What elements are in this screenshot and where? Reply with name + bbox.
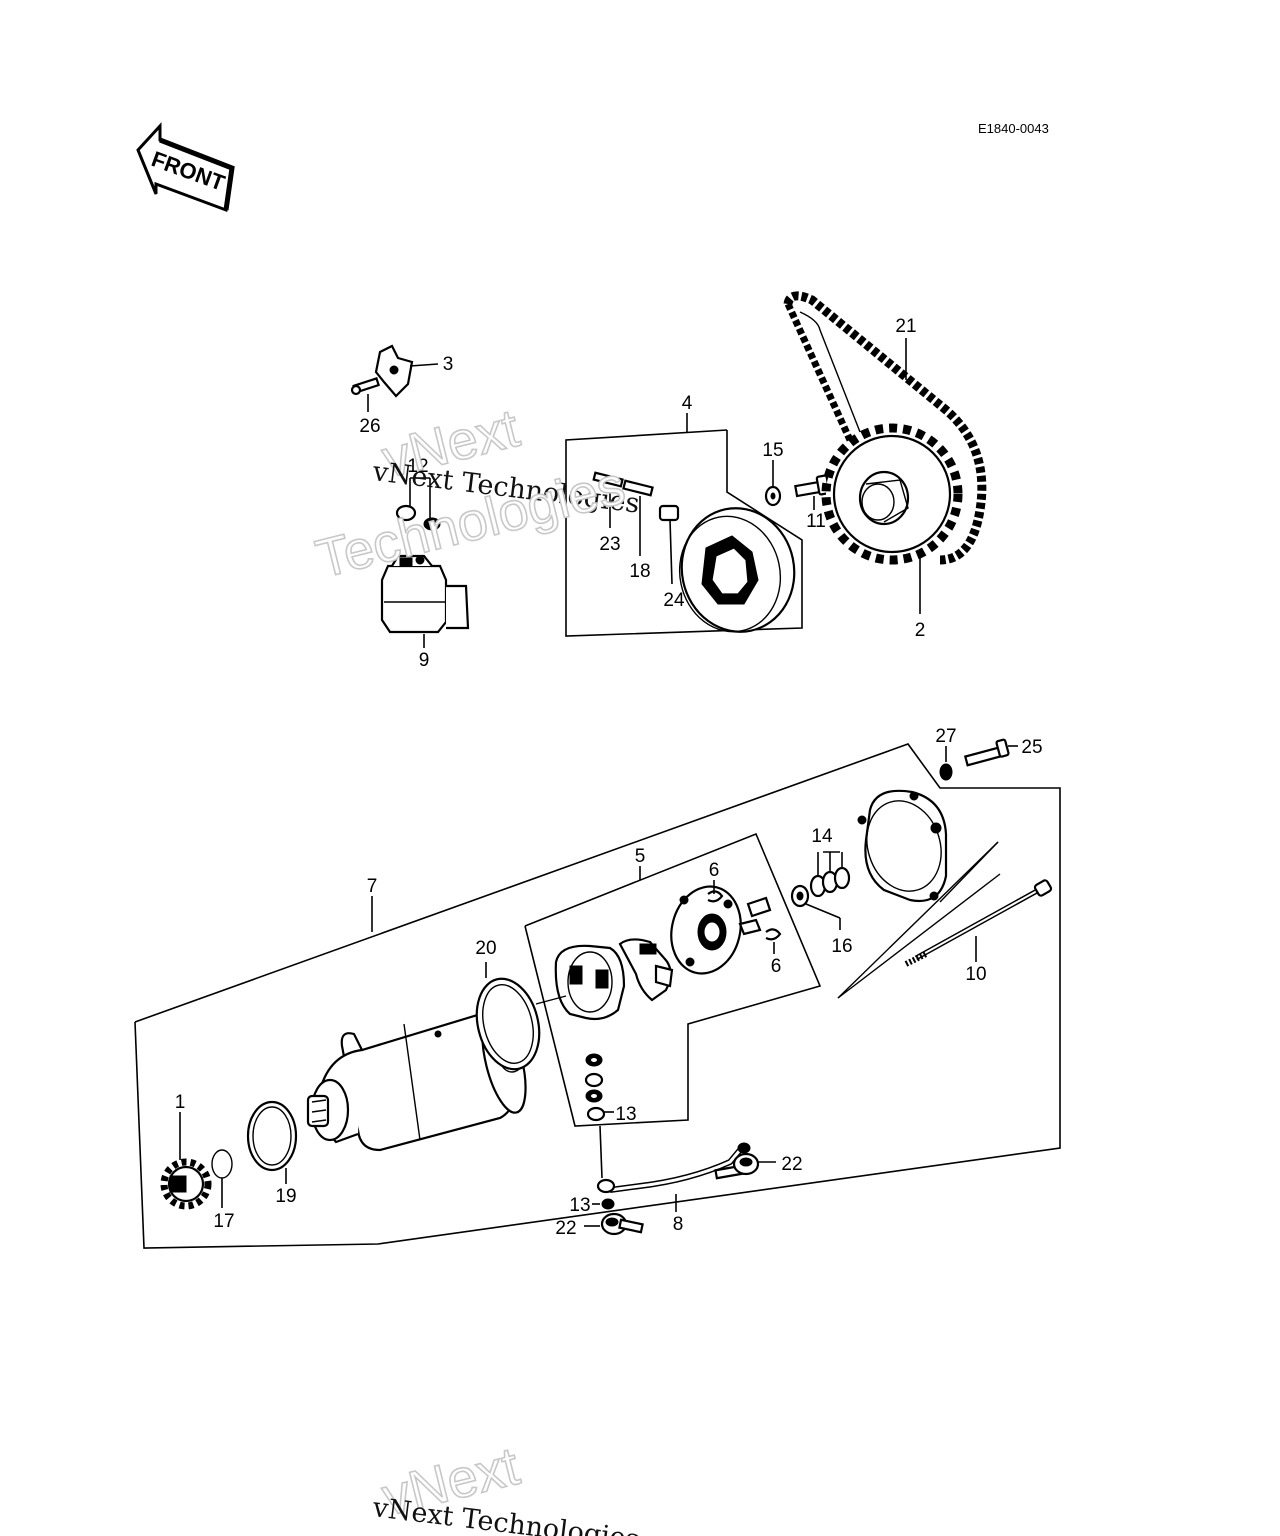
group-outline-part-7 xyxy=(134,743,1061,1249)
circlip-part-17 xyxy=(211,1149,233,1179)
gear-part-1 xyxy=(160,1158,212,1210)
starter-relay-part-9 xyxy=(380,554,470,634)
callout-4: 4 xyxy=(682,393,693,414)
callout-23: 23 xyxy=(599,534,620,555)
callout-22-upper: 22 xyxy=(781,1154,802,1175)
callout-3: 3 xyxy=(443,354,454,375)
callout-24: 24 xyxy=(663,590,685,611)
brush-holder xyxy=(618,938,674,1002)
end-cover xyxy=(857,789,948,903)
bolt-part-25 xyxy=(963,738,1010,767)
bracket-part-3 xyxy=(374,344,414,398)
nut-part-12 xyxy=(395,504,441,531)
callout-7: 7 xyxy=(367,876,378,897)
callout-8: 8 xyxy=(673,1214,684,1235)
callout-5: 5 xyxy=(635,846,646,867)
callout-19: 19 xyxy=(275,1186,296,1207)
callout-13-upper: 13 xyxy=(615,1104,636,1125)
callout-17: 17 xyxy=(213,1211,234,1232)
callout-10: 10 xyxy=(965,964,986,985)
washer-stack-part-13 xyxy=(584,1053,606,1122)
callout-21: 21 xyxy=(895,316,916,337)
through-bolt-part-10 xyxy=(904,879,1053,967)
callout-26: 26 xyxy=(359,416,380,437)
callout-13-lower: 13 xyxy=(569,1195,590,1216)
callout-16: 16 xyxy=(831,936,852,957)
callout-22-lower: 22 xyxy=(555,1218,576,1239)
callout-15: 15 xyxy=(762,440,783,461)
callout-18: 18 xyxy=(629,561,650,582)
cable-part-8 xyxy=(596,1142,751,1194)
callout-12: 12 xyxy=(407,456,428,477)
brush-plate xyxy=(670,885,742,975)
callout-14: 14 xyxy=(811,826,833,847)
diagram-code: E1840-0043 xyxy=(978,121,1049,136)
banjo-bolt-part-22-lower xyxy=(600,1212,644,1236)
callout-25: 25 xyxy=(1021,737,1042,758)
pin-part-23 xyxy=(592,471,624,488)
callout-6-lower: 6 xyxy=(771,956,782,977)
washers-part-14 xyxy=(809,866,851,898)
nut-part-27 xyxy=(939,763,953,781)
starter-clutch-part-4 xyxy=(678,507,796,633)
starter-motor xyxy=(306,1008,527,1152)
spring-part-24 xyxy=(658,504,680,522)
chain-part-21 xyxy=(783,291,987,565)
o-ring-part-19 xyxy=(246,1100,298,1172)
washer-part-15 xyxy=(764,485,782,507)
callout-11: 11 xyxy=(806,511,826,532)
washer-part-13-lower xyxy=(601,1198,615,1210)
o-ring-part-20 xyxy=(475,977,541,1071)
callout-27: 27 xyxy=(935,726,956,747)
front-arrow-icon: FRONT xyxy=(136,122,235,213)
sprocket-part-2 xyxy=(821,423,963,565)
clip-part-6-upper xyxy=(707,890,772,918)
callout-9: 9 xyxy=(419,650,430,671)
clip-part-6-lower xyxy=(738,918,782,941)
pin-part-18 xyxy=(622,479,654,497)
brush-cover xyxy=(554,944,626,1021)
washer-part-16 xyxy=(790,884,810,908)
callout-1: 1 xyxy=(175,1092,186,1113)
bolt-part-26 xyxy=(350,377,381,396)
group-outline-part-4 xyxy=(565,429,803,637)
callout-2: 2 xyxy=(915,620,926,641)
watermark-upper: vNext vNext Technologies Technologies xyxy=(310,397,642,590)
callout-6-upper: 6 xyxy=(709,860,720,881)
banjo-bolt-part-22-upper xyxy=(714,1152,760,1180)
group-outline-part-5 xyxy=(524,832,822,1127)
watermark-lower: vNext vNext Technologies xyxy=(370,1435,641,1536)
callout-20: 20 xyxy=(475,938,496,959)
